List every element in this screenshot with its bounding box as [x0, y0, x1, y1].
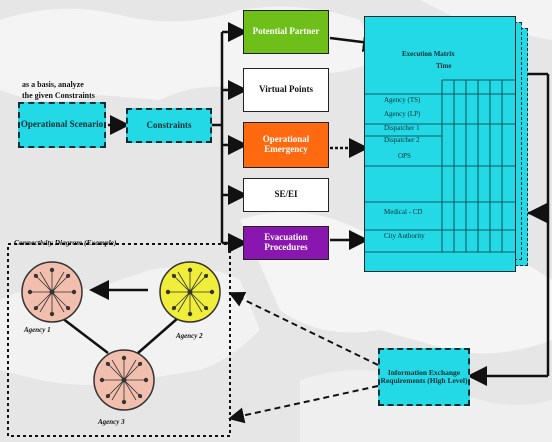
- matrix-row-label: Medical - CD: [384, 208, 423, 216]
- operational-emergency-box: Operational Emergency: [243, 122, 329, 168]
- evacuation-procedures-box: Evacuation Procedures: [243, 226, 329, 260]
- matrix-row-label: Dispatcher 2: [384, 136, 420, 144]
- agency-node-label: Agency 1: [24, 326, 51, 334]
- matrix-row-label: OPS: [398, 152, 411, 160]
- network-node-icon: [93, 349, 155, 411]
- agency-node: [20, 260, 84, 324]
- agency-node: [158, 260, 222, 324]
- virtual-points-box: Virtual Points: [243, 68, 329, 112]
- se-ei-box: SE/EI: [243, 178, 329, 212]
- information-exchange-box: Information Exchange Requirements (High …: [378, 348, 470, 406]
- annotation-line-2: the given Constraints: [22, 91, 95, 100]
- matrix-row-label: City Authority: [384, 232, 425, 240]
- matrix-row-label: Agency (TS): [384, 96, 421, 104]
- connectivity-title: Connectivity Diagram (Example): [14, 238, 117, 247]
- annotation-line-1: as a basis, analyze: [22, 80, 84, 89]
- agency-node-label: Agency 3: [98, 418, 125, 426]
- network-node-icon: [159, 261, 221, 323]
- matrix-subheader: Time: [436, 62, 452, 70]
- agency-node: [92, 348, 156, 412]
- matrix-sheet-front: [364, 16, 516, 272]
- agency-node-label: Agency 2: [176, 332, 203, 340]
- matrix-row-label: Agency (LP): [384, 110, 421, 118]
- matrix-grid: [364, 79, 516, 253]
- matrix-row-label: Dispatcher 1: [384, 124, 420, 132]
- matrix-header: Execution Matrix: [402, 50, 455, 58]
- network-node-icon: [21, 261, 83, 323]
- constraints-box: Constraints: [126, 108, 212, 143]
- potential-partner-box: Potential Partner: [243, 10, 329, 54]
- operational-scenario-box: Operational Scenario: [18, 102, 106, 148]
